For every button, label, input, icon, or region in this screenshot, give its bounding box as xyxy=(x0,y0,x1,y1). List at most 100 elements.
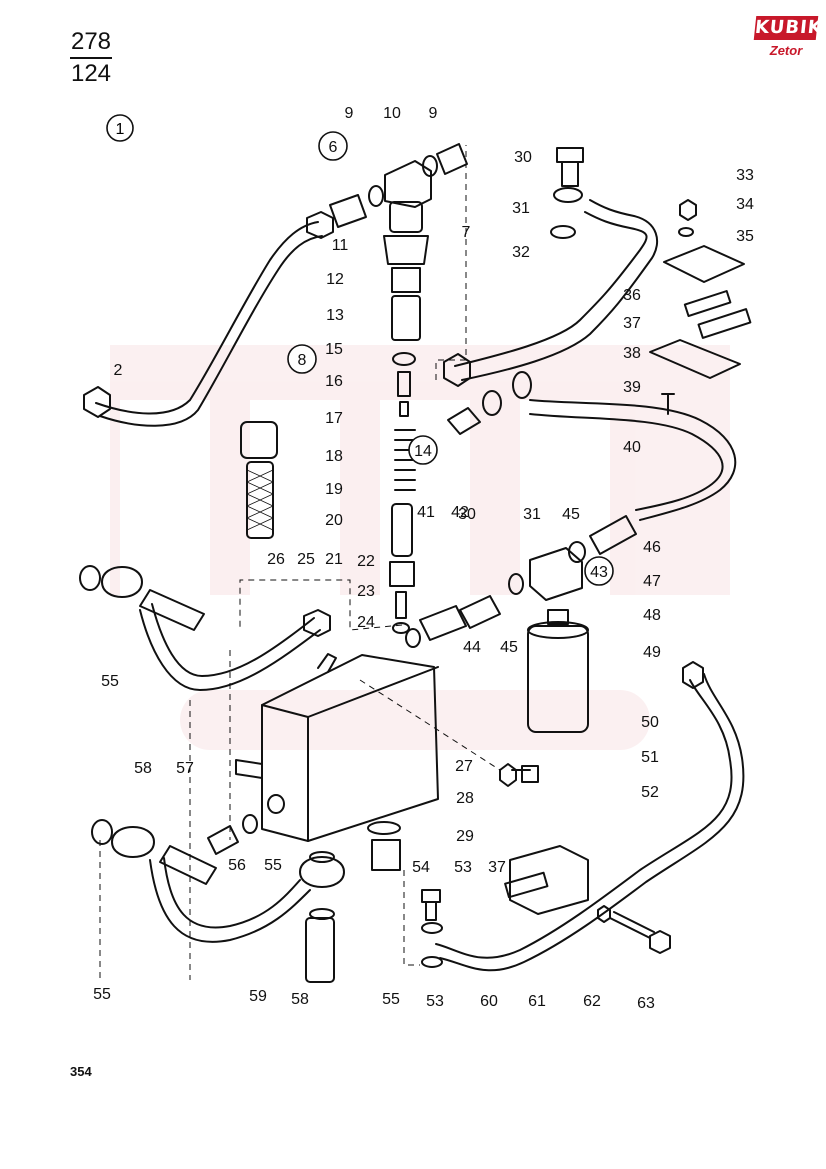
callout-9-5: 9 xyxy=(429,105,438,122)
callout-2-0: 2 xyxy=(114,362,123,379)
callout-text: 31 xyxy=(523,506,541,523)
sleeve-36 xyxy=(683,290,732,318)
callout-58-62: 58 xyxy=(291,991,309,1008)
callout-30-23: 30 xyxy=(514,149,532,166)
callout-text: 22 xyxy=(357,553,375,570)
callout-59-61: 59 xyxy=(249,988,267,1005)
nut-63 xyxy=(649,930,671,954)
part-12 xyxy=(383,235,429,265)
callout-text: 52 xyxy=(641,784,659,801)
callout-55-46: 55 xyxy=(101,673,119,690)
washer-53-a xyxy=(421,922,443,934)
fitting-56 xyxy=(207,825,239,855)
callout-text: 58 xyxy=(291,991,309,1008)
callout-text: 8 xyxy=(298,352,307,369)
callout-circle xyxy=(287,344,317,374)
callout-text: 55 xyxy=(101,673,119,690)
leader-dashed-5 xyxy=(435,145,467,380)
leader-dashed-2 xyxy=(189,650,231,980)
callout-text: 11 xyxy=(332,237,349,254)
part-24 xyxy=(392,622,410,634)
bracket-tank-top xyxy=(317,653,337,673)
washer-50 xyxy=(499,763,517,787)
washer-55-e xyxy=(242,814,258,834)
leader-dashed-1 xyxy=(239,579,403,631)
bracket-tank-left xyxy=(235,759,263,779)
washer-34 xyxy=(678,227,694,237)
callout-12-7: 12 xyxy=(326,271,344,288)
callout-circle xyxy=(584,556,614,586)
callout-text: 51 xyxy=(641,749,659,766)
bracket-35 xyxy=(663,245,745,283)
fitting-44 xyxy=(459,595,501,629)
callout-55-63: 55 xyxy=(382,991,400,1008)
callout-22-18: 22 xyxy=(357,553,375,570)
callout-50-50: 50 xyxy=(641,714,659,731)
callout-text: 45 xyxy=(562,506,580,523)
banjo-55 xyxy=(101,566,143,598)
pipe-57-inner xyxy=(151,603,315,677)
pipe-2 xyxy=(95,221,319,415)
pipe-40-inner xyxy=(529,413,724,511)
washer-31-top xyxy=(553,187,583,203)
callout-19-15: 19 xyxy=(325,481,343,498)
callout-text: 48 xyxy=(643,607,661,624)
callout-58-48: 58 xyxy=(134,760,152,777)
callout-45-45: 45 xyxy=(500,639,518,656)
tank-27 xyxy=(261,654,439,842)
callout-7-8: 7 xyxy=(462,224,471,241)
callout-30-34: 30 xyxy=(458,506,476,523)
leader-lines xyxy=(99,145,501,980)
callout-32-25: 32 xyxy=(512,244,530,261)
callout-text: 12 xyxy=(326,271,344,288)
callout-62-67: 62 xyxy=(583,993,601,1010)
bolt-30-mid xyxy=(447,407,481,435)
callout-28-52: 28 xyxy=(456,790,474,807)
callout-text: 36 xyxy=(623,287,641,304)
callout-text: 30 xyxy=(458,506,476,523)
callout-37-59: 37 xyxy=(488,859,506,876)
callout-41-36: 41 xyxy=(417,504,435,521)
part-20 xyxy=(391,503,413,557)
callout-text: 49 xyxy=(643,644,661,661)
callout-13-9: 13 xyxy=(326,307,344,324)
callout-text: 54 xyxy=(412,859,430,876)
callout-52-54: 52 xyxy=(641,784,659,801)
callout-text: 37 xyxy=(623,315,641,332)
washer-55-a xyxy=(79,565,101,591)
bolt-58-upper xyxy=(139,589,205,631)
nut-33 xyxy=(679,199,697,221)
callout-text: 6 xyxy=(329,139,338,156)
callout-20-16: 20 xyxy=(325,512,343,529)
filter-49-top xyxy=(527,621,589,639)
callout-21-17: 21 xyxy=(325,551,343,568)
leader-dashed-4 xyxy=(403,870,420,966)
callout-47-41: 47 xyxy=(643,573,661,590)
callout-text: 28 xyxy=(456,790,474,807)
strainer-mesh xyxy=(246,469,274,531)
pipe-57 xyxy=(139,609,321,691)
fraction-bar xyxy=(70,57,112,59)
callout-44-44: 44 xyxy=(463,639,481,656)
callout-text: 32 xyxy=(512,244,530,261)
brand-logo: KUBIK Zetor xyxy=(753,16,824,66)
callout-46-39: 46 xyxy=(643,539,661,556)
pipe-32 xyxy=(454,211,648,367)
part-13 xyxy=(391,267,421,293)
callout-15-10: 15 xyxy=(325,341,343,358)
callout-text: 2 xyxy=(114,362,123,379)
callout-31-24: 31 xyxy=(512,200,530,217)
nut-2b xyxy=(306,211,334,239)
callout-text: 17 xyxy=(325,410,343,427)
callout-10-4: 10 xyxy=(383,105,401,122)
filter-head-43 xyxy=(529,547,583,601)
callout-text: 33 xyxy=(736,167,754,184)
sleeve-37 xyxy=(697,308,752,339)
callout-text: 24 xyxy=(357,614,375,631)
callout-35-28: 35 xyxy=(736,228,754,245)
drain-29 xyxy=(371,839,401,871)
callout-text: 47 xyxy=(643,573,661,590)
callout-14-14: 14 xyxy=(408,435,438,465)
callout-53-58: 53 xyxy=(454,859,472,876)
bolt-62 xyxy=(609,911,655,939)
